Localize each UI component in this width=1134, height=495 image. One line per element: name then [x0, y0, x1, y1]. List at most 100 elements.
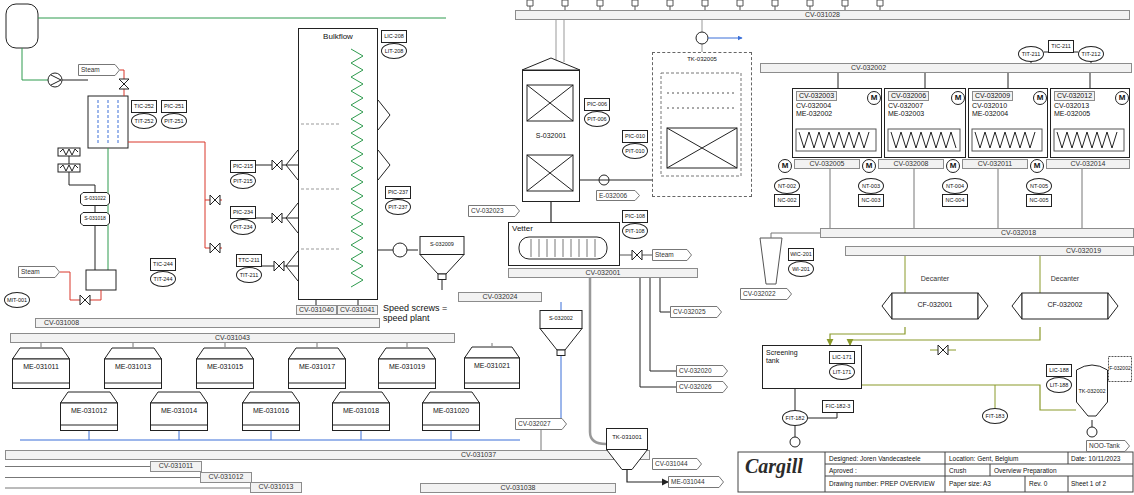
- node-text: CV-032003: [796, 91, 837, 101]
- controller-tag: PIC-010: [622, 130, 648, 143]
- title-cell: Date: 10/11/2023: [1071, 455, 1120, 462]
- line-tag-outline: [653, 459, 702, 470]
- node-text: Screening tank: [766, 349, 806, 365]
- decanter-outline: [1010, 275, 1120, 327]
- extraction-line: [771, 233, 820, 238]
- node-text: PIT-006: [587, 116, 606, 122]
- node-text: CF-032001: [917, 301, 952, 309]
- line-tag-outline: [653, 250, 692, 261]
- storage-bin-outline: [465, 383, 520, 384]
- node-text: Vetter: [512, 224, 533, 233]
- conditioner-box: CV-032009CV-032010ME-032004M: [968, 88, 1048, 158]
- dryer-column: Bulkflow: [298, 28, 378, 300]
- conveyor-band: CV-031040: [296, 305, 337, 315]
- screening-tank: Screening tankLIC-171LIT-171: [762, 345, 862, 389]
- controller-tag: PIC-237: [385, 186, 411, 199]
- storage-bin-outline: [61, 403, 118, 431]
- node-text: PIC-234: [233, 209, 253, 215]
- hopper-outline: [607, 429, 648, 450]
- storage-bin-outline: [333, 392, 390, 403]
- node-text: NC-005: [1030, 197, 1049, 203]
- extraction-line: [905, 256, 1040, 293]
- node-text: TTC-211: [238, 257, 259, 263]
- node-text: E-032006: [599, 192, 627, 199]
- storage-bin-outline: [333, 425, 390, 426]
- controller-tag: NC-002: [774, 194, 800, 207]
- dryer-tower-outline: [527, 155, 573, 191]
- cyclone-outline: [420, 255, 464, 275]
- node-text: CV-031008: [44, 319, 79, 327]
- hopper: TK-031001: [606, 428, 648, 470]
- node-text: M: [1037, 93, 1044, 102]
- dryer-loop: [210, 195, 220, 205]
- node-text: CV-032027: [518, 420, 551, 427]
- silo-feed: [541, 430, 542, 450]
- cyclone-outline: [420, 237, 464, 255]
- note-label: Speed screws = speed plant: [383, 303, 459, 324]
- extraction-line: [830, 169, 1082, 228]
- node-text: CV-031013: [258, 483, 293, 491]
- node-text: TIT-252: [135, 118, 154, 124]
- silo-feed: [41, 343, 492, 347]
- motor-symbol: M: [862, 159, 876, 173]
- storage-bin-outline: [243, 392, 300, 403]
- line-tag-outline: [741, 289, 792, 300]
- extraction-line: [795, 420, 1092, 437]
- node-text: ME-031020: [433, 407, 469, 415]
- instrument-bubble: LIT-208: [381, 43, 407, 59]
- instrument-bubble: FIT-182: [782, 410, 808, 426]
- storage-bin-outline: [333, 403, 390, 431]
- instrument-bubble: TIT-211: [236, 267, 262, 283]
- conveyor-band: CV-032024: [458, 292, 542, 302]
- node-text: CV-031037: [461, 451, 496, 459]
- controller-tag: NC-003: [858, 194, 884, 207]
- storage-bin-outline: [197, 359, 254, 389]
- decanter: DecanterCF-032002: [1010, 275, 1120, 327]
- press-line: [708, 38, 742, 39]
- controller-tag: LIC-188: [1046, 364, 1072, 377]
- node-text: ME-031012: [71, 407, 107, 415]
- pipe-connector: [862, 385, 1076, 410]
- instrument-bubble: NT-003: [858, 178, 884, 194]
- conveyor-band: CV-032005: [794, 159, 860, 169]
- dryer-column-outline: [351, 49, 363, 287]
- node-text: LIC-208: [384, 33, 404, 39]
- storage-bin: ME-031015: [196, 347, 254, 389]
- tank: TK-032002: [1076, 362, 1108, 420]
- line-tag: Steam: [18, 266, 60, 278]
- storage-bin: ME-031017: [288, 347, 346, 389]
- title-cell: Sheet 1 of 2: [1071, 480, 1106, 487]
- dryer-loop: [80, 295, 90, 305]
- node-text: ME-031018: [343, 407, 379, 415]
- node-text: CV-032013: [1054, 102, 1089, 110]
- node-text: M: [782, 161, 789, 170]
- motor-symbol: M: [867, 91, 881, 105]
- filter-box-outline: [1109, 357, 1132, 382]
- storage-bin-outline: [61, 392, 118, 403]
- scrubber-outline: [667, 128, 737, 168]
- node-text: CV-032014: [1070, 160, 1105, 168]
- node-text: TK-031001: [612, 434, 642, 441]
- node-text: WI-201: [792, 266, 810, 272]
- press-line: [632, 250, 642, 260]
- motor-symbol: M: [1030, 159, 1044, 173]
- line-tag-outline: [469, 206, 520, 217]
- node-text: NC-002: [778, 197, 797, 203]
- node-text: ME-032002: [796, 110, 832, 118]
- dryer-loop: [393, 243, 407, 257]
- node-text: NT-003: [862, 183, 880, 189]
- instrument-bubble: NT-002: [774, 178, 800, 194]
- node-text: CV-032019: [1066, 247, 1101, 255]
- line-tag: E-032006: [596, 190, 640, 201]
- storage-bin-outline: [243, 425, 300, 426]
- dryer-loop: [210, 243, 220, 253]
- instrument-bubble: NT-005: [1026, 178, 1052, 194]
- node-text: CV-032023: [471, 207, 504, 214]
- dryer-loop: [22, 48, 48, 80]
- node-text: CV-031041: [340, 306, 375, 314]
- node-text: Decanter: [921, 275, 949, 283]
- storage-bin: ME-031019: [378, 347, 436, 389]
- node-text: S-032001: [536, 132, 566, 140]
- storage-bin-outline: [379, 383, 436, 384]
- node-text: M: [950, 161, 957, 170]
